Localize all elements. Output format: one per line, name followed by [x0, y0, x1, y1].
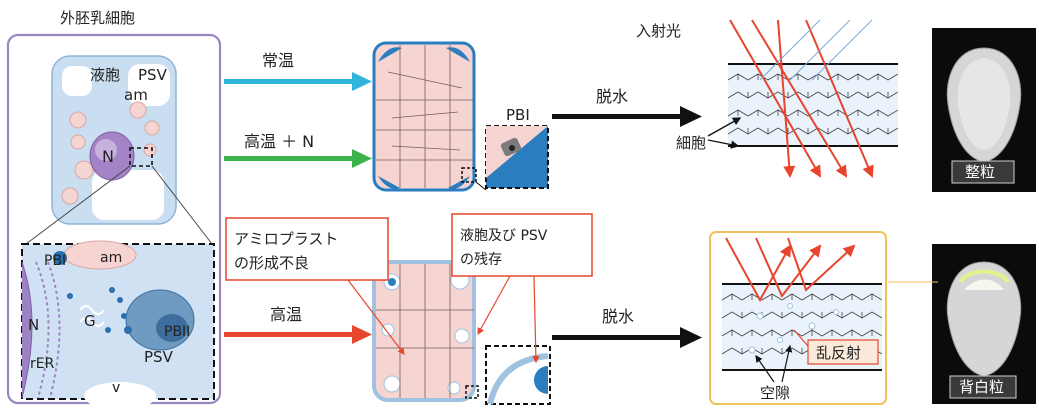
- zoom-am-label: am: [100, 250, 122, 266]
- arrow-high-temp-label: 高温: [270, 305, 302, 324]
- upper-cell: [51, 55, 177, 225]
- cell-pointer-2: [707, 139, 740, 149]
- cell-title: 外胚乳細胞: [60, 9, 135, 27]
- zoom-g-label: G: [84, 312, 96, 330]
- void-label: 空隙: [760, 384, 790, 402]
- psv-label: PSV: [138, 66, 168, 84]
- zoom-rer-label: rER: [30, 356, 55, 372]
- pbi-zoom-box-small: [461, 167, 477, 183]
- incident-rays-top: [729, 19, 874, 178]
- scatter-label-box: [807, 339, 879, 365]
- nucleus-label: N: [102, 147, 114, 166]
- arrow-high-temp-n: [224, 149, 372, 168]
- zoom-line-right: [151, 165, 213, 245]
- arrow-high-temp: [224, 325, 372, 344]
- zoom-pbi-label: PBI: [44, 253, 66, 269]
- zoom-line-left: [25, 165, 131, 245]
- arrow-dehydration-top: [552, 106, 702, 127]
- callout-vacuole-psv: [451, 213, 593, 364]
- callout-amyloplast-line1: アミロプラスト: [234, 230, 338, 248]
- callout-amyloplast-defect: [225, 217, 405, 355]
- arrow-high-temp-n-label: 高温 ＋ N: [244, 132, 314, 151]
- scatter-label: 乱反射: [816, 344, 861, 362]
- pbi-label: PBI: [506, 106, 530, 124]
- callout-vacuole-line1: 液胞及び PSV: [460, 228, 548, 244]
- callout-vacuole-line2: の残存: [460, 252, 502, 268]
- zoom-v-label: v: [112, 380, 120, 396]
- void-pointer-1: [755, 355, 775, 383]
- grain-photo-perfect: [932, 28, 1036, 192]
- cell-label: 細胞: [676, 134, 706, 152]
- high-temp-cell: [372, 260, 476, 402]
- psv-zoom-box-small: [465, 385, 479, 399]
- honeycomb-top: [727, 63, 899, 147]
- zoomed-cytoplasm: [21, 240, 215, 408]
- vacuole-label: 液胞: [90, 66, 120, 84]
- scatter-pointer: [793, 329, 809, 347]
- amyloplast-label: am: [124, 86, 148, 104]
- cell-pointer-1: [707, 117, 742, 137]
- incident-light-label: 入射光: [636, 22, 681, 40]
- perfect-grain-label: 整粒: [965, 163, 995, 181]
- zoom-n-label: N: [28, 316, 39, 334]
- grain-photo-chalky-back: [932, 244, 1036, 404]
- arrow-normal-temp-label: 常温: [262, 51, 294, 70]
- void-pointer-2: [781, 344, 793, 383]
- dehydration-top-label: 脱水: [596, 87, 628, 106]
- arrow-dehydration-bottom: [552, 327, 702, 348]
- normal-cell: [372, 41, 476, 192]
- arrow-normal-temp: [224, 72, 372, 91]
- zoom-psv-label: PSV: [144, 348, 174, 366]
- dehydration-bottom-label: 脱水: [602, 307, 634, 326]
- scattered-rays: [725, 237, 856, 303]
- chalky-back-grain-label: 背白粒: [959, 378, 1004, 396]
- pbi-zoom-panel: [485, 125, 549, 189]
- psv-zoom-panel: [485, 345, 551, 405]
- pbi-zoom-line: [475, 181, 487, 191]
- zoom-pbii-label: PBII: [164, 324, 190, 340]
- callout-amyloplast-line2: の形成不良: [234, 254, 309, 272]
